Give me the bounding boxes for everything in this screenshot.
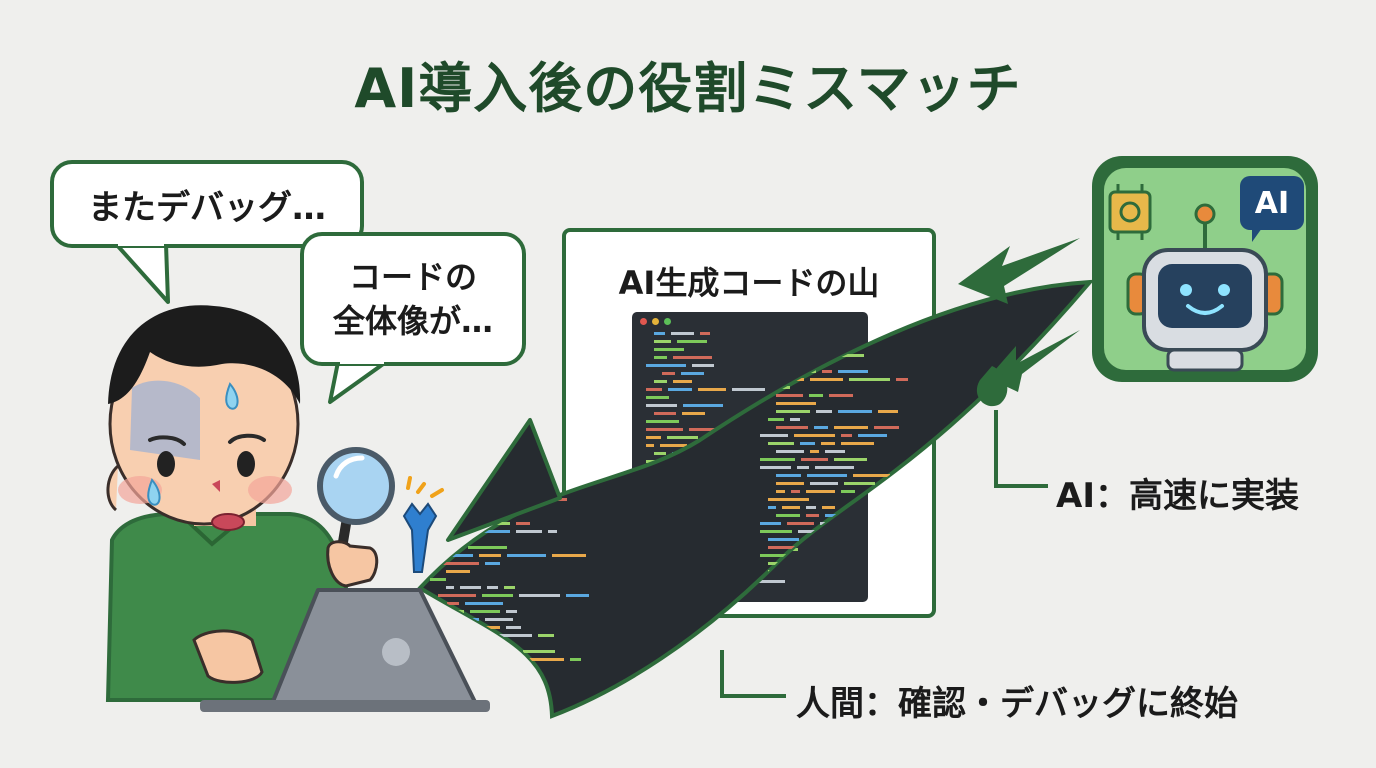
panel-title: AI生成コードの山	[618, 264, 880, 302]
human-connector-line	[720, 650, 786, 698]
speech-bubble-text: またデバッグ…	[88, 187, 326, 228]
ai-badge-text: AI	[1254, 185, 1290, 221]
diagram-title: AI導入後の役割ミスマッチ	[354, 57, 1022, 120]
maximize-dot-icon	[664, 318, 671, 325]
speech-bubble-overview: コードの 全体像が…	[300, 232, 526, 366]
robot-app-icon: AI	[1092, 156, 1318, 382]
robot-icon	[1108, 184, 1284, 372]
close-dot-icon	[640, 318, 647, 325]
ribbon-arrowhead	[446, 418, 562, 542]
wrench-icon	[402, 476, 444, 573]
laptop-icon	[200, 588, 490, 712]
arrow-icon-middle	[988, 330, 1080, 392]
ai-badge: AI	[1240, 176, 1304, 230]
ai-role-label: AI：高速に実装	[1056, 476, 1299, 516]
speech-bubble-line-1: コードの	[348, 258, 477, 296]
ai-connector-line	[994, 410, 1048, 488]
magnifying-glass-icon	[317, 447, 395, 565]
speech-bubble-debug: またデバッグ…	[50, 160, 364, 248]
chip-icon	[1108, 184, 1152, 240]
speech-bubble-line-2: 全体像が…	[332, 302, 493, 340]
minimize-dot-icon	[652, 318, 659, 325]
speed-drop-icon	[976, 366, 1008, 407]
arrow-icon-upper	[958, 238, 1080, 304]
window-controls	[640, 318, 671, 325]
human-role-label: 人間：確認・デバッグに終始	[796, 684, 1238, 724]
